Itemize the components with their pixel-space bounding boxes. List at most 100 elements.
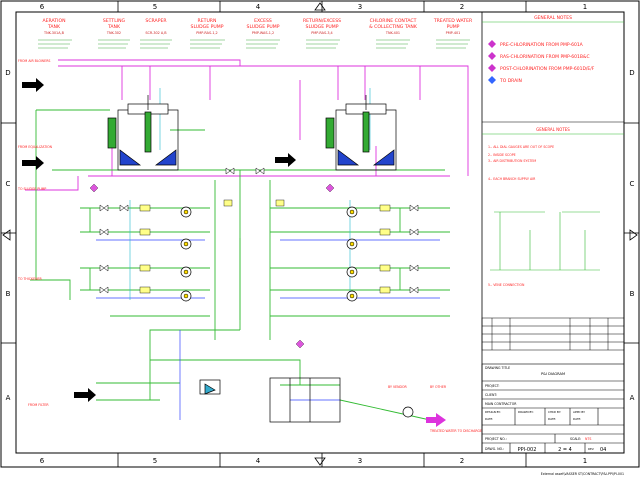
instrument-boxes — [139, 199, 391, 294]
outlet-arrow-icon — [426, 413, 446, 427]
col-label: 3 — [358, 3, 362, 11]
border-row-labels: D C B A D C B A — [5, 69, 634, 402]
equipment-tag: PMP-WAS-1,2 — [252, 31, 274, 35]
legend-item: RAS-CHLORINATION FROM PMP-601B&C — [500, 54, 590, 60]
col-label: 4 — [256, 457, 261, 465]
equipment-tag: PMP-RAS-3,4 — [311, 31, 332, 35]
general-notes-panel: GENERAL NOTES PRE-CHLORINATION FROM PMP-… — [481, 15, 625, 351]
row-label: D — [629, 69, 634, 77]
arrow-label: FROM AIR BLOWERS — [18, 59, 50, 63]
equipment-title: SETTLING — [103, 18, 126, 24]
equipment-tag: PMP-401 — [446, 31, 461, 35]
note-item: 2.- INSIDE SCOPE — [488, 153, 516, 157]
col-label: 2 — [460, 3, 464, 11]
inlet-arrow-icon — [22, 156, 44, 170]
inlet-arrow-icon — [22, 78, 44, 92]
col-label: 5 — [153, 457, 157, 465]
diamond-icon — [488, 76, 496, 84]
diamond-icon — [488, 64, 496, 72]
chlorination-markers — [89, 183, 335, 349]
col-label: 5 — [153, 3, 157, 11]
arrow-label: FROM FILTER — [28, 403, 49, 407]
title-block-text: DRAWING TITLE P&I DIAGRAM PROJECT: CLIEN… — [485, 366, 606, 453]
settling-tank-left — [107, 95, 179, 171]
equipment-title: TANK — [47, 24, 61, 30]
tb-client-label: CLIENT: — [485, 393, 497, 397]
inlet-arrow-icon — [74, 388, 96, 402]
tb-drawn-by: DRAWN BY: — [518, 410, 534, 414]
equipment-spec-lines — [38, 39, 470, 49]
equipment-title: TANK — [107, 24, 121, 30]
pump-icon — [402, 406, 414, 418]
equipment-title: RETURN — [198, 18, 217, 24]
legend-item: TO DRAIN — [499, 78, 522, 84]
row-label: C — [6, 180, 11, 188]
row-label: C — [630, 180, 635, 188]
equipment-header: SCRAPER SCR-302 A,B — [145, 18, 167, 35]
row-label: B — [630, 290, 635, 298]
tb-main-contractor-label: MAIN CONTRACTOR — [485, 402, 517, 406]
equipment-title: CHLORINE CONTACT — [370, 18, 417, 24]
equipment-tag: PMP-RAS-1,2 — [196, 31, 217, 35]
equipment-tag: TNK-401 — [385, 31, 400, 35]
col-label: 2 — [460, 457, 464, 465]
tb-project-label: PROJECT: — [485, 384, 500, 388]
equipment-header: TREATED WATER PUMP PMP-401 — [433, 18, 473, 35]
flow-arrows — [22, 78, 446, 427]
valve-icon — [225, 167, 235, 175]
arrow-label: TREATED WATER TO DISCHARGE — [429, 429, 482, 433]
row-label: A — [630, 394, 635, 402]
tb-date: DATE: — [548, 417, 556, 421]
tb-date: DATE: — [485, 417, 493, 421]
equipment-title: EXCESS — [254, 18, 272, 24]
equipment-header: RETURN SLUDGE PUMP PMP-RAS-1,2 — [191, 18, 224, 35]
notes-title: GENERAL NOTES — [536, 127, 570, 132]
arrow-label: TO THICKENER — [17, 277, 42, 281]
note-item: 5.- VENE CONNECTION — [488, 283, 525, 287]
equipment-header: EXCESS SLUDGE PUMP PMP-WAS-1,2 — [247, 18, 280, 35]
air-header-magenta — [25, 59, 469, 191]
border-column-labels: 6 5 4 3 2 1 6 5 4 3 2 1 — [40, 3, 587, 465]
tb-drawing-title: P&I DIAGRAM — [541, 372, 565, 376]
col-label: 1 — [583, 3, 587, 11]
diamond-icon — [488, 52, 496, 60]
arrow-labels: FROM AIR BLOWERS FROM EQUALIZATION TO SL… — [17, 59, 482, 433]
row-label: D — [5, 69, 10, 77]
col-label: 4 — [256, 3, 261, 11]
tb-design-by: DESIGN BY: — [485, 410, 501, 414]
equipment-title: AERATION — [42, 18, 65, 24]
equipment-header: SETTLING TANK TNK-302 — [103, 18, 126, 35]
valve-icon — [409, 204, 419, 212]
equipment-headers: AERATION TANK TNK-301A,B SETTLING TANK T… — [42, 18, 473, 35]
equipment-title: PUMP — [447, 24, 460, 30]
arrow-label: BY OTHER — [430, 385, 447, 389]
equipment-header: RETURN/EXCESS SLUDGE PUMP PMP-RAS-3,4 — [303, 18, 341, 35]
tb-rev: REV. — [588, 447, 594, 451]
diamond-icon — [488, 40, 496, 48]
tb-rev-value: 04 — [600, 447, 606, 453]
valves — [99, 167, 419, 294]
pump-motors — [183, 209, 355, 299]
col-label: 1 — [583, 457, 587, 465]
tb-drwg-no: PPI-002 — [518, 447, 537, 453]
equipment-title: RETURN/EXCESS — [303, 18, 341, 24]
pumps — [180, 206, 358, 302]
valve-icon — [255, 167, 265, 175]
arrow-label: FROM EQUALIZATION — [18, 145, 53, 149]
inlet-arrow-icon — [275, 153, 296, 167]
equipment-tag: SCR-302 A,B — [145, 31, 167, 35]
col-label: 6 — [40, 457, 45, 465]
valve-icon — [99, 204, 109, 212]
tb-project-no-label: PROJECT NO.: — [485, 437, 507, 441]
equipment-tag: TNK-301A,B — [43, 31, 65, 35]
equipment-header: AERATION TANK TNK-301A,B — [42, 18, 65, 35]
tb-appd-by: APPD BY: — [573, 410, 585, 414]
row-label: B — [6, 290, 11, 298]
title-block — [481, 363, 625, 454]
tb-date: DATE: — [573, 417, 581, 421]
tb-chkd-by: CHKD BY: — [548, 410, 561, 414]
equipment-title: SLUDGE PUMP — [247, 24, 280, 30]
arrow-label: BY VENDOR — [388, 385, 408, 389]
valve-icon — [99, 264, 109, 272]
